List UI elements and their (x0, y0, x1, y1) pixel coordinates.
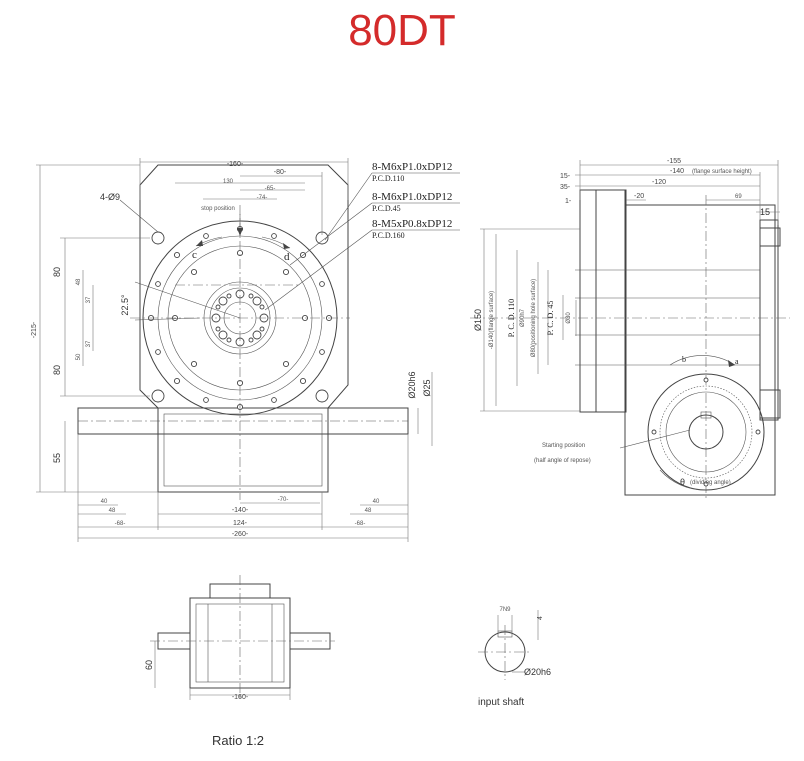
front-view-labels: 8-M6xP1.0xDP12 P.C.D.110 8-M6xP1.0xDP12 … (31, 161, 452, 538)
side-view-labels: -155 -140 (flange surface height) -120 1… (473, 158, 770, 487)
dim-front-70: -70- (278, 497, 289, 503)
dim-side-80: Ø80(positioning hole surface) (531, 279, 537, 357)
angle-label: 22.5° (120, 294, 130, 316)
dim-side-20: -20 (634, 193, 644, 200)
dim-side-140: -140 (670, 168, 684, 175)
dim-front-215: -215- (31, 321, 38, 338)
dim-shaft-7n9: 7N9 (499, 607, 511, 613)
drawing-title: 80DT (348, 6, 456, 55)
shaft-view-labels: 7N9 4 Ø20h6 input shaft (478, 607, 551, 708)
dim-front-80b: 80 (52, 365, 62, 375)
dim-side-15b: 15 (760, 207, 770, 217)
dim-side-69: 69 (735, 194, 742, 200)
dim-front-48b: 48 (109, 508, 116, 514)
dim-shaft-4: 4 (537, 616, 544, 620)
dim-front-80a: 80 (52, 267, 62, 277)
dim-front-68b: -68- (355, 521, 366, 527)
stop-position-label: stop position (201, 206, 235, 212)
callout-bolt-c: 8-M5xP0.8xDP12 (372, 218, 452, 230)
dim-front-55: 55 (52, 453, 62, 463)
dim-front-68: -68- (115, 521, 126, 527)
pcd-45-label: P. C. D. 45 (546, 301, 555, 336)
side-view (470, 160, 790, 500)
dir-a-label: a (735, 357, 739, 366)
pcd-110-label: P. C. D. 110 (507, 299, 516, 337)
dim-side-140-note: (flange surface height) (692, 169, 752, 175)
dim-front-74: -74- (257, 195, 268, 201)
theta-note-label: (dividing angle) (690, 480, 731, 486)
dim-front-124: 124- (233, 520, 248, 527)
dim-front-160: -160- (227, 161, 244, 168)
callout-bolt-a: 8-M6xP1.0xDP12 (372, 161, 452, 173)
dim-front-25: Ø25 (422, 379, 432, 396)
dim-bottom-60: 60 (144, 660, 154, 670)
dim-front-37b: 37 (86, 340, 92, 347)
half-angle-label: (half angle of repose) (534, 458, 591, 464)
dim-front-80: -80- (274, 169, 287, 176)
callout-pcd-c: P.C.D.160 (372, 231, 405, 240)
dim-front-65: -65- (265, 186, 276, 192)
front-view (36, 158, 460, 542)
ratio-label: Ratio 1:2 (212, 733, 264, 748)
dir-d-label: d (284, 251, 290, 263)
dim-front-40b: 40 (373, 499, 380, 505)
dim-front-50: 50 (76, 353, 82, 360)
dim-side-120: -120 (652, 179, 666, 186)
callout-pcd-b: P.C.D.45 (372, 204, 401, 213)
callout-holes: 4-Ø9 (100, 192, 120, 202)
dim-bottom-160: -160- (232, 694, 249, 701)
dim-side-30: Ø30 (566, 312, 572, 324)
dim-side-1: 1- (565, 198, 572, 205)
dim-side-15a: 15- (560, 173, 571, 180)
shaft-view (478, 610, 539, 680)
dim-front-130: 130 (223, 179, 234, 185)
dim-front-20h6: Ø20h6 (407, 371, 417, 398)
dim-side-155: -155 (667, 158, 681, 165)
dim-front-37a: 37 (86, 296, 92, 303)
dim-side-150: Ø150 (473, 309, 483, 331)
dim-side-90: Ø90h7 (520, 308, 526, 327)
dim-side-35: 35- (560, 184, 571, 191)
theta-label: θ (680, 477, 685, 487)
dir-c-label: c (192, 249, 197, 261)
bottom-view (150, 575, 335, 700)
callout-bolt-b: 8-M6xP1.0xDP12 (372, 191, 452, 203)
dir-b-label: b (682, 355, 686, 364)
dim-shaft-20h6: Ø20h6 (524, 667, 551, 677)
callout-pcd-a: P.C.D.110 (372, 174, 404, 183)
bottom-view-labels: 60 -160- Ratio 1:2 (144, 660, 264, 748)
start-position-label: Starting position (542, 443, 585, 449)
dim-side-140f: -Ø140(flange surface) (489, 291, 495, 349)
dim-front-140: -140- (232, 507, 249, 514)
dim-front-260: -260- (232, 531, 249, 538)
dim-front-48c: 48 (365, 508, 372, 514)
dim-front-40a: 40 (101, 499, 108, 505)
dim-front-48a: 48 (76, 278, 82, 285)
input-shaft-label: input shaft (478, 697, 524, 708)
